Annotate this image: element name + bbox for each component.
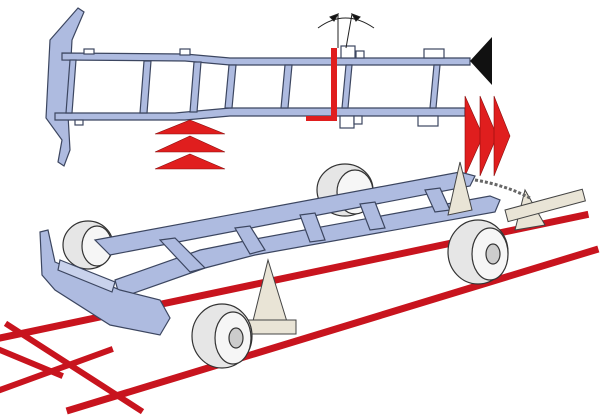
chassis-frame (39, 171, 501, 336)
crossmembers (65, 59, 441, 114)
measuring-bracket (306, 48, 337, 121)
rear-wheel-near (447, 219, 509, 285)
push-up-arrows-icon (154, 119, 226, 170)
near-side-rail (114, 195, 501, 299)
pulling-tower-rear (447, 161, 586, 231)
twist-angle-indicator-icon (317, 13, 375, 49)
front-wheel-near (191, 303, 253, 369)
anchor-triangle-icon (470, 37, 492, 85)
front-bumper (45, 7, 85, 167)
anchor-clamp-front (247, 258, 297, 335)
spring-mounts (74, 45, 445, 129)
top-frame-view (45, 7, 471, 167)
pull-chain (474, 178, 531, 200)
front-wheel-back (62, 220, 114, 270)
frame-rail-top (61, 52, 471, 66)
frame-rail-bottom (54, 107, 466, 121)
pull-right-arrows-icon (464, 95, 511, 177)
front-bumper-3d (39, 229, 171, 336)
far-side-rail (93, 171, 476, 256)
